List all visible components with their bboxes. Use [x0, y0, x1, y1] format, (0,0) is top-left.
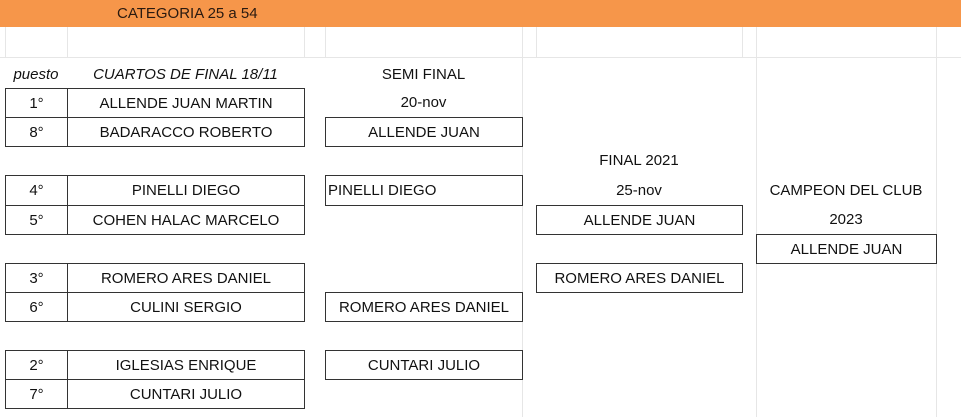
gridline	[936, 27, 937, 417]
final-date: 25-nov	[616, 181, 662, 199]
seed-cell: 2°	[5, 350, 68, 380]
gridline	[0, 57, 961, 58]
semifinal-player[interactable]: ROMERO ARES DANIEL	[325, 292, 523, 322]
category-header: CATEGORIA 25 a 54	[0, 0, 961, 27]
seed-cell: 6°	[5, 292, 68, 322]
gridline	[325, 27, 326, 57]
gridline	[522, 27, 523, 417]
semifinal-player[interactable]: CUNTARI JULIO	[325, 350, 523, 380]
finalist[interactable]: ROMERO ARES DANIEL	[536, 263, 743, 293]
seed-cell: 1°	[5, 88, 68, 118]
player-cell[interactable]: CUNTARI JULIO	[67, 379, 305, 409]
seed-cell: 4°	[5, 175, 68, 206]
gridline	[756, 27, 757, 417]
player-cell[interactable]: COHEN HALAC MARCELO	[67, 205, 305, 235]
gridline	[67, 27, 68, 57]
final-heading: FINAL 2021	[599, 152, 679, 169]
semifinal-player[interactable]: ALLENDE JUAN	[325, 117, 523, 147]
player-cell[interactable]: ALLENDE JUAN MARTIN	[67, 88, 305, 118]
category-title: CATEGORIA 25 a 54	[117, 5, 258, 22]
champion-cell[interactable]: ALLENDE JUAN	[756, 234, 937, 264]
gridline	[5, 27, 6, 57]
seed-cell: 8°	[5, 117, 68, 147]
player-cell[interactable]: ROMERO ARES DANIEL	[67, 263, 305, 293]
champion-heading: CAMPEON DEL CLUB	[769, 181, 923, 199]
semifinal-date: 20-nov	[400, 94, 447, 111]
gridline	[536, 27, 537, 57]
champion-year: 2023	[829, 211, 863, 228]
quarterfinals-heading: CUARTOS DE FINAL 18/11	[93, 65, 278, 83]
seed-cell: 5°	[5, 205, 68, 235]
player-cell[interactable]: IGLESIAS ENRIQUE	[67, 350, 305, 380]
gridline	[304, 27, 305, 57]
semifinal-heading: SEMI FINAL	[381, 65, 466, 83]
gridline	[742, 27, 743, 57]
player-cell[interactable]: CULINI SERGIO	[67, 292, 305, 322]
puesto-heading: puesto	[13, 65, 59, 83]
player-cell[interactable]: PINELLI DIEGO	[67, 175, 305, 206]
player-cell[interactable]: BADARACCO ROBERTO	[67, 117, 305, 147]
finalist[interactable]: ALLENDE JUAN	[536, 205, 743, 235]
semifinal-player[interactable]: PINELLI DIEGO	[325, 175, 523, 206]
seed-cell: 7°	[5, 379, 68, 409]
seed-cell: 3°	[5, 263, 68, 293]
